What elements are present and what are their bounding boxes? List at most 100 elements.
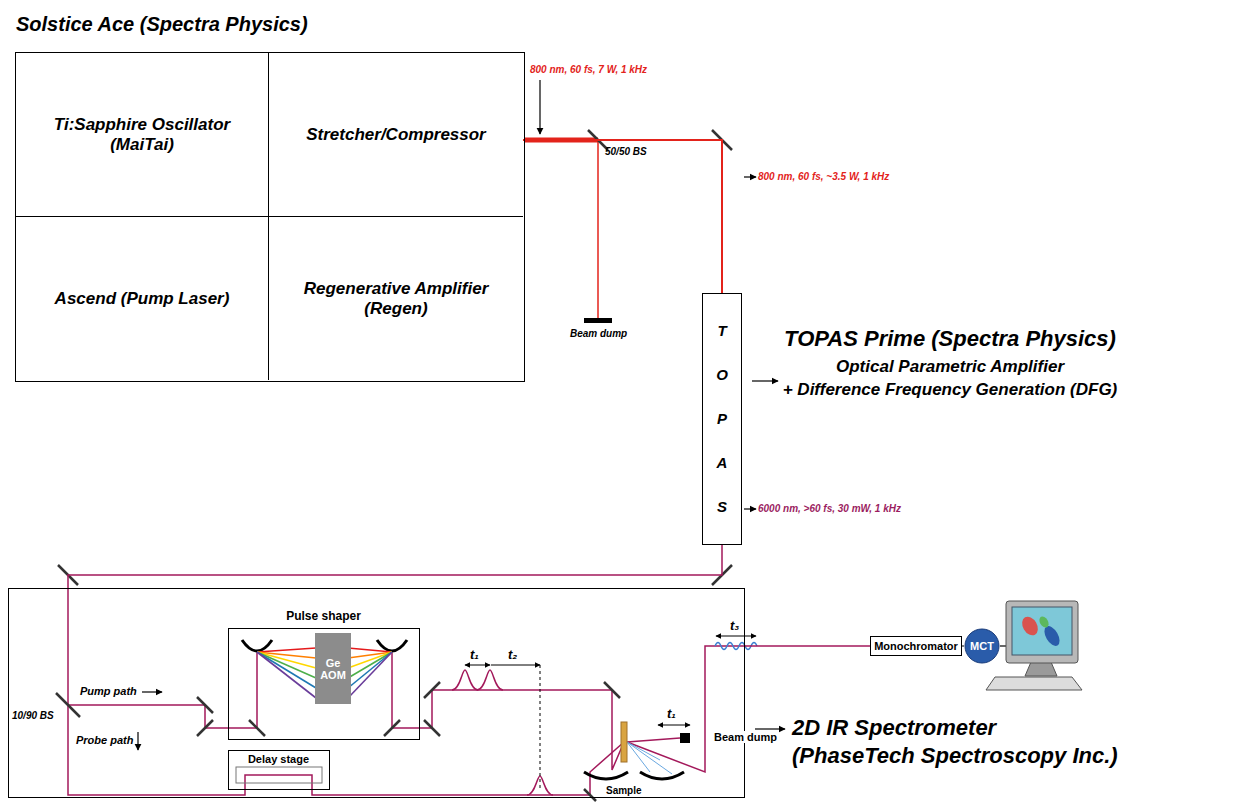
- label-holder: Pump path: [80, 685, 137, 697]
- annotation-label: + Difference Frequency Generation (DFG): [783, 380, 1118, 400]
- text-holder: Solstice Ace (Spectra Physics): [16, 13, 308, 36]
- label-holder: Sample: [604, 785, 644, 796]
- computer-icon: [1038, 615, 1051, 629]
- annotation-label: Pump path: [80, 685, 137, 697]
- beam-connector: [68, 545, 722, 588]
- opa-box: TOPAS: [702, 293, 742, 545]
- annotation-label: 800 nm, 60 fs, ~3.5 W, 1 kHz: [758, 171, 889, 182]
- delay-stage-box-text: Delay stage: [229, 753, 329, 765]
- pulse: [452, 670, 553, 795]
- curved-mirror: [377, 640, 407, 651]
- beam-connector: [523, 140, 722, 293]
- detector-wire: [1000, 645, 1006, 646]
- beam-dump: [680, 733, 690, 743]
- mirror: [249, 720, 265, 736]
- label-holder: t₂: [508, 647, 517, 662]
- detector-circle: MCT: [964, 628, 1000, 664]
- annotation-label: 50/50 BS: [605, 146, 647, 157]
- pulse-shaper-box-text: Pulse shaper: [229, 609, 419, 623]
- spectral-fan: [257, 652, 316, 688]
- mirror: [424, 682, 440, 698]
- ir-beam: [68, 650, 257, 728]
- ir-beam: [627, 646, 745, 772]
- laser-module-text: Stretcher/Compressor: [306, 125, 486, 145]
- text-holder: Stretcher/Compressor: [269, 53, 523, 216]
- laser-module-text: Ti:Sapphire Oscillator (MaiTai): [42, 115, 242, 155]
- laser-housing-text: Solstice Ace (Spectra Physics): [16, 13, 308, 36]
- label-holder: Probe path: [76, 734, 133, 746]
- ir-beam: [392, 650, 624, 770]
- time-delay-arrow: [540, 665, 541, 790]
- label-holder: TOPAS Prime (Spectra Physics): [784, 326, 1116, 352]
- delay-stage-box: Delay stage: [228, 750, 330, 790]
- scatter-light: [627, 742, 660, 760]
- computer-icon: [1019, 614, 1041, 638]
- laser-module: Stretcher/Compressor: [269, 53, 523, 217]
- label-holder: Optical Parametric Amplifier: [836, 357, 1064, 377]
- pointer-arrow: [744, 508, 756, 509]
- pointer-arrow: [138, 80, 785, 750]
- annotation-label: Sample: [604, 785, 644, 796]
- text-holder: Ascend (Pump Laser): [16, 217, 268, 380]
- ir-beam: [67, 588, 69, 705]
- sample-plate: [621, 722, 627, 762]
- detector-outline: [965, 629, 999, 663]
- label-holder: t₁: [470, 647, 479, 662]
- curved-mirror: [242, 640, 272, 651]
- spectrometer-box-text: (PhaseTech Spectroscopy Inc.): [792, 743, 1118, 769]
- annotation-label: Beam dump: [570, 328, 627, 339]
- pointer-arrow: [755, 728, 785, 729]
- label-holder: + Difference Frequency Generation (DFG): [783, 380, 1118, 400]
- mirror: [584, 789, 596, 801]
- time-delay-arrow: [716, 636, 756, 637]
- label-holder: 800 nm, 60 fs, 7 W, 1 kHz: [530, 64, 647, 75]
- label-holder: Beam dump: [570, 328, 627, 339]
- pulse: [452, 670, 478, 690]
- scatter-light: [627, 742, 650, 772]
- computer-icon: [1025, 662, 1057, 676]
- mirror: [56, 693, 80, 717]
- ir-beam: [627, 738, 680, 742]
- curved-mirror: [584, 772, 628, 779]
- annotation-label: t₃: [730, 618, 739, 633]
- pointer-arrow: [137, 732, 138, 750]
- detector-wire: [1000, 645, 1006, 646]
- annotation-label: t₁: [470, 647, 479, 662]
- aom-crystal: Ge AOM: [315, 633, 351, 704]
- spectrometer-box-text: 2D IR Spectrometer: [792, 715, 996, 741]
- laser-module: Ascend (Pump Laser): [16, 217, 269, 380]
- text-holder: Regenerative Amplifier (Regen): [269, 217, 523, 380]
- opa-box-text: TOPAS: [715, 309, 730, 529]
- computer-icon: [986, 677, 1082, 690]
- laser-housing: Solstice Ace (Spectra Physics)Ti:Sapphir…: [15, 52, 525, 382]
- laser-module: Ti:Sapphire Oscillator (MaiTai): [16, 53, 269, 217]
- spectral-fan: [257, 648, 316, 652]
- text-holder: Ge AOM: [315, 633, 351, 704]
- spectral-fan: [348, 648, 392, 652]
- aom-crystal-text: Ge AOM: [317, 657, 349, 681]
- laser-module: Regenerative Amplifier (Regen): [269, 217, 523, 380]
- annotation-label: Optical Parametric Amplifier: [836, 357, 1064, 377]
- delay-stage-platform: [236, 767, 322, 783]
- time-delay-arrow: [465, 636, 756, 790]
- annotation-label: 800 nm, 60 fs, 7 W, 1 kHz: [530, 64, 647, 75]
- mirror: [197, 720, 213, 736]
- computer-icon: [986, 601, 1082, 690]
- scatter-light: [627, 742, 672, 774]
- label-holder: 800 nm, 60 fs, ~3.5 W, 1 kHz: [758, 171, 889, 182]
- computer-icon: [1006, 601, 1078, 663]
- mirror: [197, 697, 213, 713]
- mirror: [384, 720, 400, 736]
- beam-connector: [962, 645, 964, 646]
- spectral-fan: [257, 652, 316, 698]
- laser-module-text: Ascend (Pump Laser): [55, 289, 230, 309]
- label-holder: 6000 nm, >60 fs, 30 mW, 1 kHz: [758, 503, 901, 514]
- beam-dump: [584, 318, 612, 323]
- curved-mirror: [640, 772, 684, 779]
- monochromator-box-text: Monochromator: [874, 640, 958, 652]
- detector-circle-text: MCT: [970, 640, 994, 652]
- annotation-label: TOPAS Prime (Spectra Physics): [784, 326, 1116, 352]
- annotation-label: Probe path: [76, 734, 133, 746]
- spectral-fan: [348, 652, 392, 688]
- beam-dump: [584, 318, 690, 743]
